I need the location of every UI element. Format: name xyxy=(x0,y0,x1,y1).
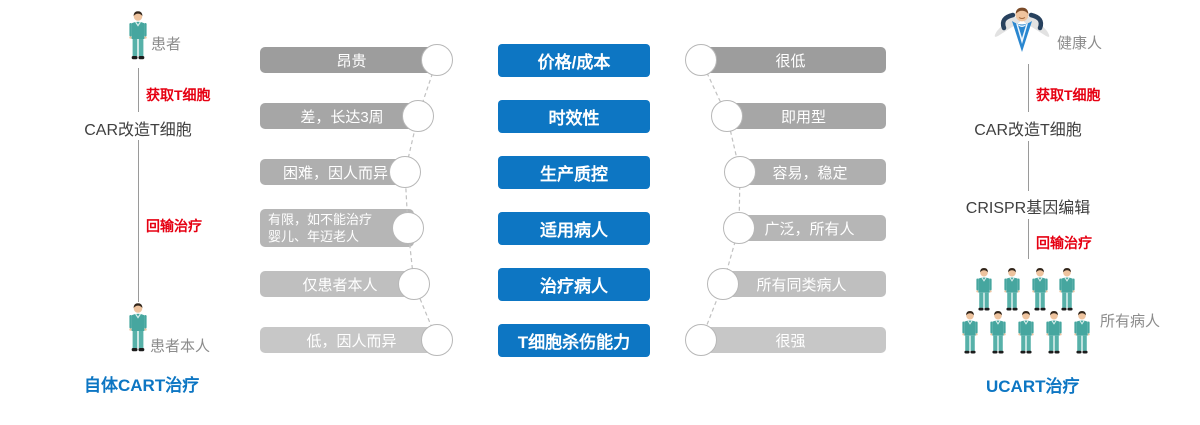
acquire-tcell-step: 获取T细胞 xyxy=(1036,87,1101,103)
left-bar-applicable: 有限，如不能治疗 婴儿、年迈老人 xyxy=(260,209,414,247)
infuse-step: 回输治疗 xyxy=(1036,235,1092,251)
slider-circle xyxy=(421,324,453,356)
slider-circle xyxy=(402,100,434,132)
patient-icon xyxy=(1045,310,1063,355)
category-timeliness: 时效性 xyxy=(498,100,650,133)
left-bar-killing: 低，因人而异 xyxy=(260,327,443,353)
category-applicable: 适用病人 xyxy=(498,212,650,245)
crispr-edit-node: CRISPR基因编辑 xyxy=(965,200,1091,217)
left-bar-applicable-line1: 有限，如不能治疗 xyxy=(268,212,373,227)
slider-circle xyxy=(723,212,755,244)
patient-icon xyxy=(989,310,1007,355)
category-qc: 生产质控 xyxy=(498,156,650,189)
slider-circle xyxy=(392,212,424,244)
right-bar-treat: 所有同类病人 xyxy=(717,271,886,297)
right-bar-timeliness: 即用型 xyxy=(721,103,886,129)
left-bar-treat: 仅患者本人 xyxy=(260,271,420,297)
category-price: 价格/成本 xyxy=(498,44,650,77)
flow-connector-line xyxy=(1028,64,1029,112)
car-modify-node: CAR改造T细胞 xyxy=(84,122,192,139)
acquire-tcell-step: 获取T细胞 xyxy=(146,87,211,103)
right-bar-applicable: 广泛，所有人 xyxy=(733,215,886,241)
category-killing: T细胞杀伤能力 xyxy=(498,324,650,357)
slider-circle xyxy=(685,324,717,356)
slider-circle xyxy=(711,100,743,132)
left-bar-price: 昂贵 xyxy=(260,47,443,73)
right-bar-killing: 很强 xyxy=(695,327,886,353)
left-bar-timeliness: 差，长达3周 xyxy=(260,103,424,129)
flow-connector-line xyxy=(138,140,139,302)
patient-self-label: 患者本人 xyxy=(150,338,211,355)
slider-circle xyxy=(421,44,453,76)
flow-connector-line xyxy=(138,68,139,112)
healthy-person-label: 健康人 xyxy=(1057,35,1103,52)
patient-icon xyxy=(1073,310,1091,355)
slider-circle xyxy=(389,156,421,188)
patient-label: 患者 xyxy=(151,36,182,53)
left-bar-applicable-line2: 婴儿、年迈老人 xyxy=(268,229,360,244)
patient-icon xyxy=(1017,310,1035,355)
patient-icon xyxy=(128,302,148,352)
patient-icon xyxy=(961,310,979,355)
patient-icon xyxy=(1058,267,1076,312)
flow-connector-line xyxy=(1028,141,1029,191)
healthy-person-icon xyxy=(990,6,1054,62)
patient-icon xyxy=(1003,267,1021,312)
flow-connector-line xyxy=(1028,219,1029,259)
slider-circle xyxy=(724,156,756,188)
infuse-step: 回输治疗 xyxy=(146,218,202,234)
all-patients-label: 所有病人 xyxy=(1100,313,1161,330)
car-modify-node: CAR改造T细胞 xyxy=(974,122,1082,139)
category-treat: 治疗病人 xyxy=(498,268,650,301)
slider-circle xyxy=(398,268,430,300)
autologous-cart-title: 自体CART治疗 xyxy=(84,376,200,395)
patient-icon xyxy=(1031,267,1049,312)
slider-circle xyxy=(685,44,717,76)
patient-icon xyxy=(975,267,993,312)
ucart-title: UCART治疗 xyxy=(986,377,1080,396)
patient-icon xyxy=(128,10,148,60)
slider-circle xyxy=(707,268,739,300)
left-bar-qc: 困难，因人而异 xyxy=(260,159,411,185)
right-bar-price: 很低 xyxy=(695,47,886,73)
right-bar-qc: 容易，稳定 xyxy=(734,159,886,185)
